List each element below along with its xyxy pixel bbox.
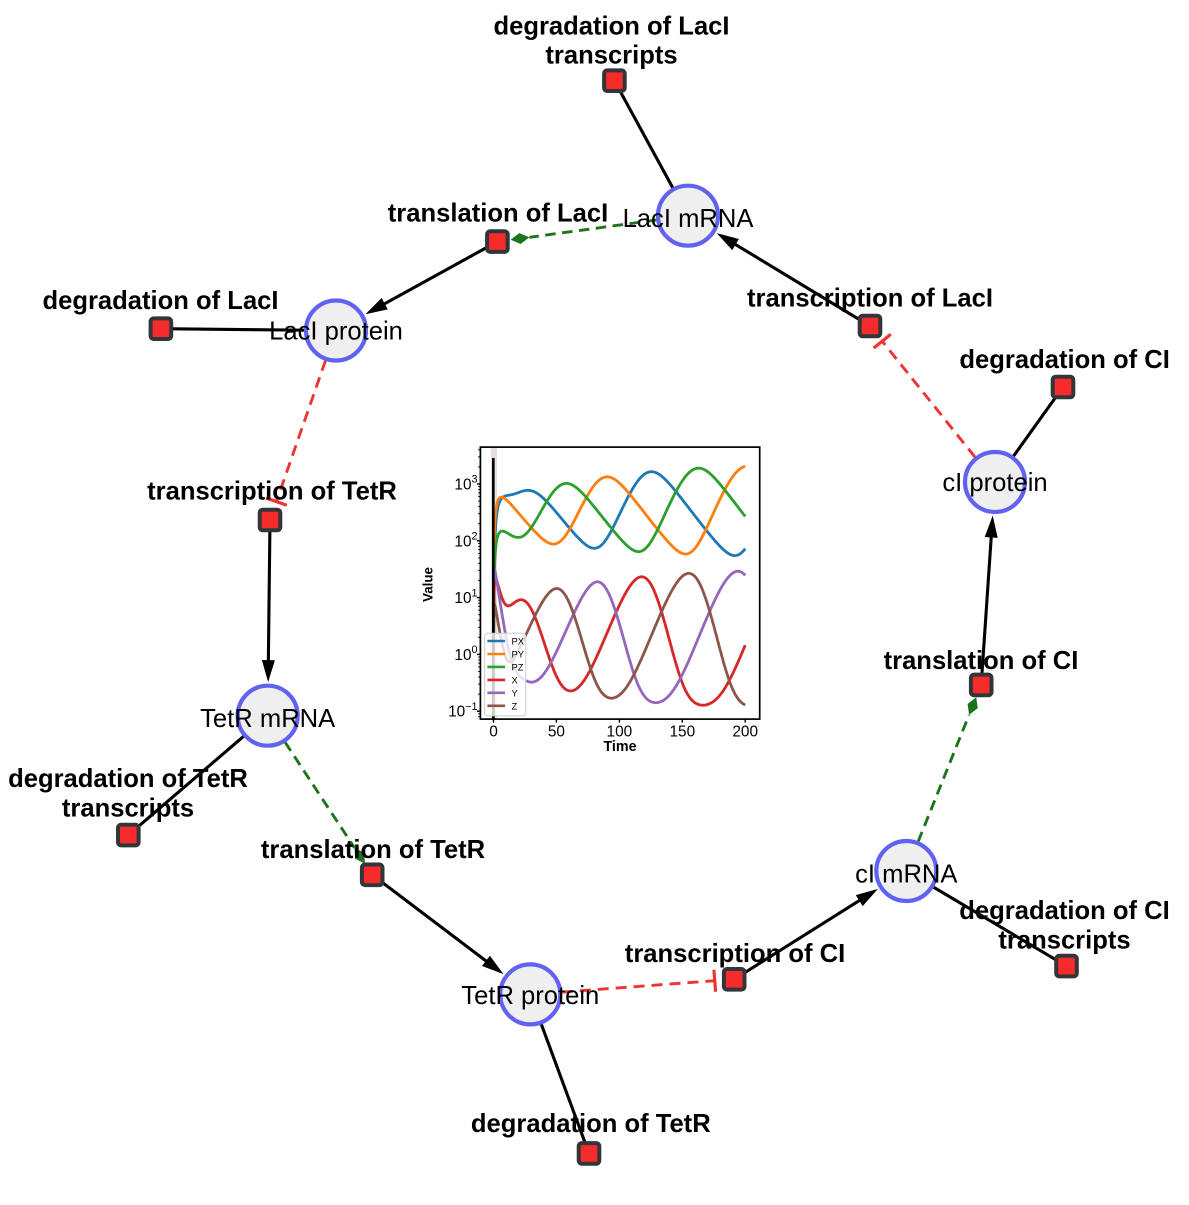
svg-text:Z: Z	[512, 700, 518, 711]
svg-text:LacI protein: LacI protein	[269, 317, 403, 345]
svg-text:translation of CI: translation of CI	[884, 647, 1079, 675]
svg-text:X: X	[512, 675, 519, 686]
svg-text:200: 200	[732, 724, 758, 741]
svg-text:degradation of CI: degradation of CI	[959, 897, 1169, 925]
svg-text:Value: Value	[421, 567, 436, 602]
svg-text:150: 150	[669, 724, 695, 741]
svg-text:Time: Time	[603, 739, 636, 755]
svg-text:TetR protein: TetR protein	[461, 982, 599, 1010]
svg-text:transcription of CI: transcription of CI	[625, 940, 845, 968]
svg-text:50: 50	[548, 724, 565, 741]
svg-text:cI mRNA: cI mRNA	[855, 861, 958, 889]
svg-text:LacI mRNA: LacI mRNA	[623, 205, 755, 233]
svg-text:transcripts: transcripts	[998, 927, 1130, 955]
svg-text:translation of LacI: translation of LacI	[388, 200, 608, 228]
svg-text:transcription of LacI: transcription of LacI	[747, 285, 993, 313]
svg-text:translation of TetR: translation of TetR	[261, 836, 485, 864]
svg-text:transcription of TetR: transcription of TetR	[147, 478, 397, 506]
svg-text:TetR mRNA: TetR mRNA	[200, 705, 336, 733]
svg-text:Y: Y	[512, 687, 519, 698]
svg-text:PY: PY	[512, 649, 525, 660]
svg-text:0: 0	[489, 724, 498, 741]
svg-text:degradation of LacI: degradation of LacI	[493, 12, 729, 40]
svg-text:transcripts: transcripts	[62, 795, 194, 823]
svg-text:100: 100	[607, 724, 633, 741]
svg-text:degradation of CI: degradation of CI	[959, 346, 1169, 374]
svg-text:degradation of LacI: degradation of LacI	[42, 287, 278, 315]
svg-text:PX: PX	[512, 636, 525, 647]
svg-text:cI protein: cI protein	[942, 469, 1047, 497]
svg-text:degradation of TetR: degradation of TetR	[471, 1110, 711, 1138]
svg-text:degradation of TetR: degradation of TetR	[8, 765, 248, 793]
svg-text:PZ: PZ	[512, 662, 524, 673]
svg-text:transcripts: transcripts	[545, 42, 677, 70]
